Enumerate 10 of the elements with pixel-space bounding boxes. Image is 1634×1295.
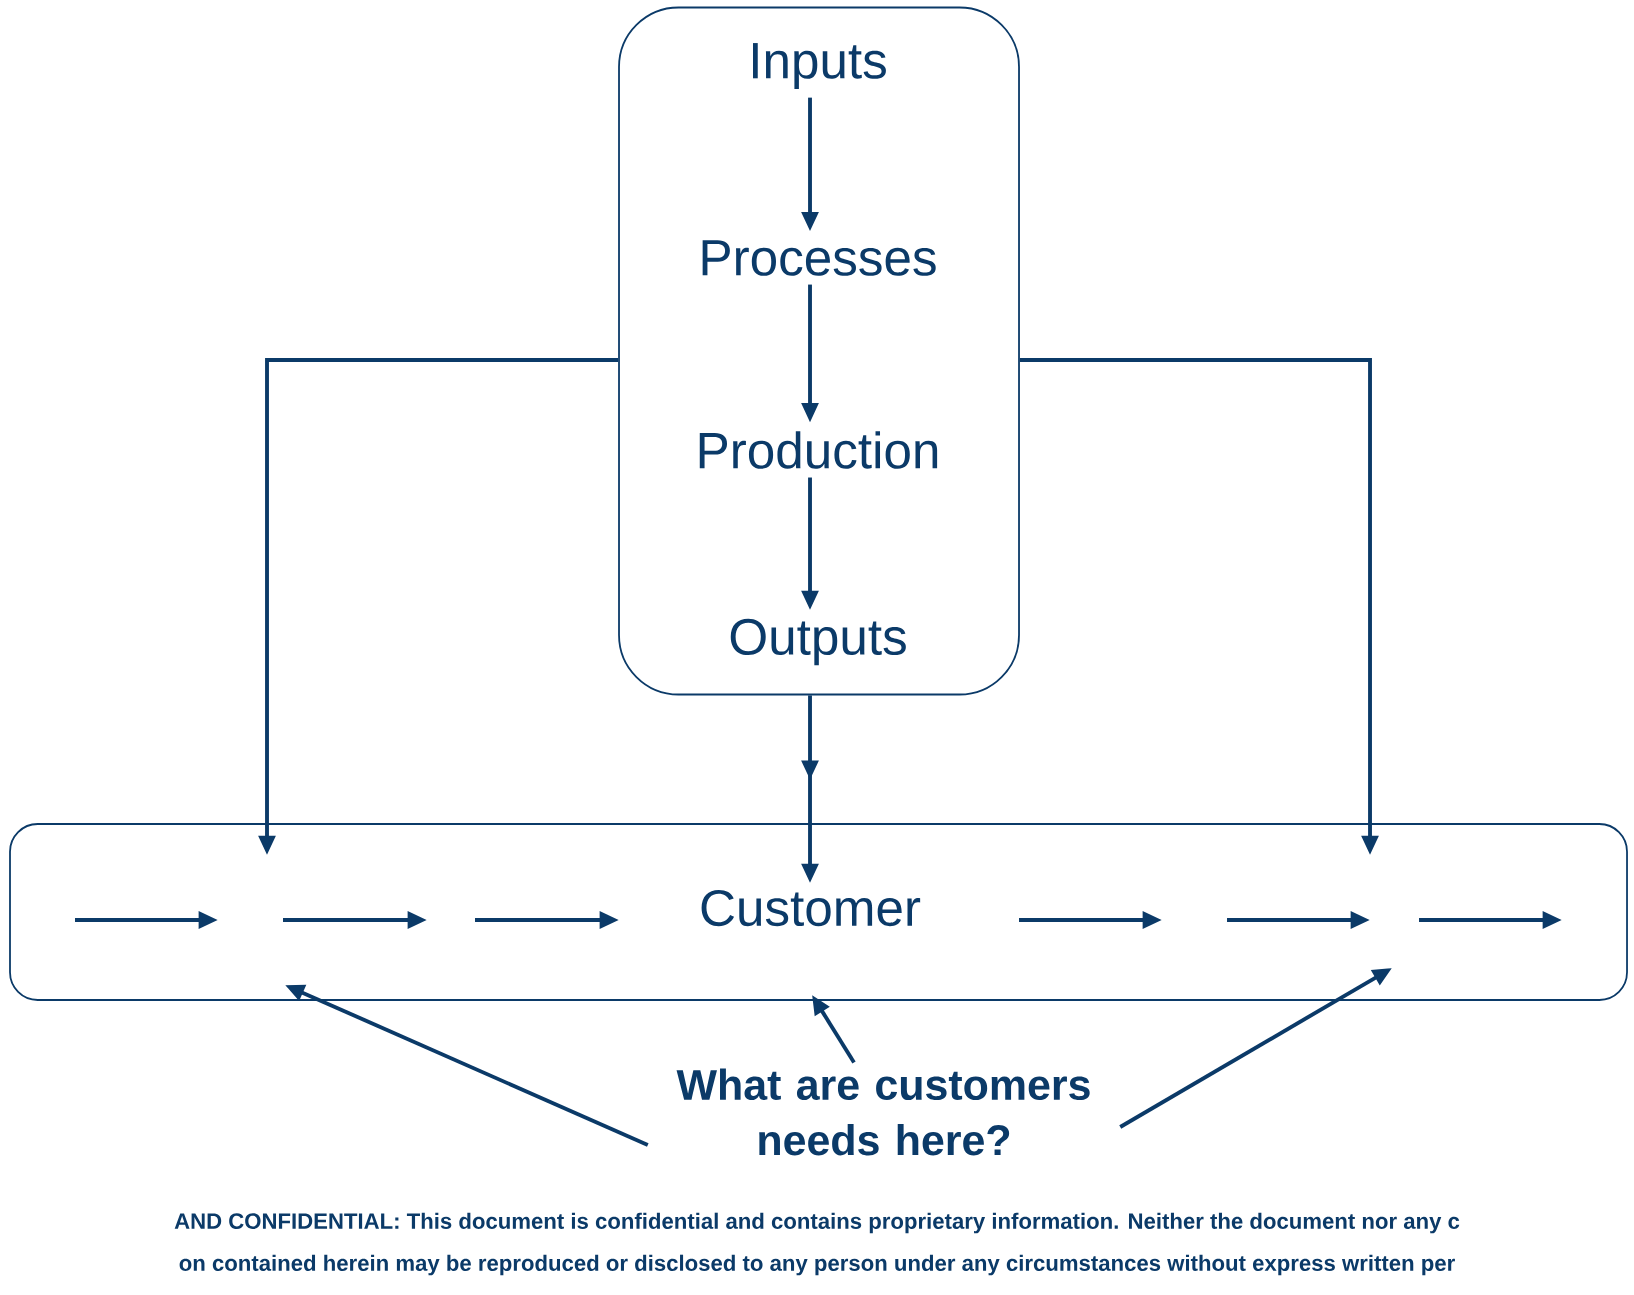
question-text: What are customers needs here? bbox=[676, 1068, 1090, 1156]
rounded-box bbox=[9, 823, 1628, 1001]
notice-text: on contained herein may be reproduced or disclosed to any person under any circumstances without express written per bbox=[179, 1254, 1455, 1276]
box-text: Outputs bbox=[730, 618, 906, 666]
box-text: Inputs bbox=[752, 43, 886, 89]
rounded-box bbox=[618, 6, 1020, 696]
box-text: Processes bbox=[702, 240, 936, 276]
notice-text: AND CONFIDENTIAL: This document is confidential and contains proprietary information. Neither the document nor any c bbox=[174, 1212, 1460, 1234]
box-text: Customer bbox=[701, 889, 921, 927]
box-text: Production bbox=[699, 431, 938, 469]
